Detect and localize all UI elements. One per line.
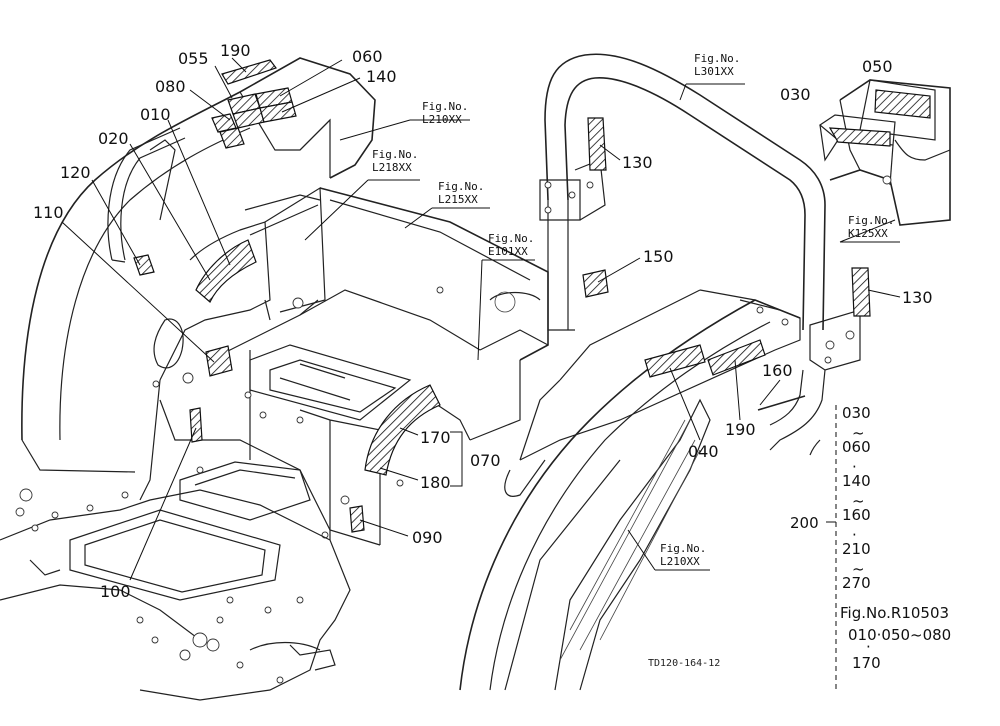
- decal-140: [259, 101, 297, 123]
- callout-055: 055: [178, 49, 209, 68]
- side-list-item: ·: [852, 526, 857, 544]
- side-list-ref-dot: ·: [866, 638, 871, 656]
- callout-090: 090: [412, 528, 443, 547]
- callout-080: 080: [155, 77, 186, 96]
- side-list-ref-label: Fig.No.R10503: [840, 604, 949, 622]
- side-list-ref-line1: 010·050~080: [848, 626, 951, 644]
- side-list-item: 210: [842, 540, 871, 558]
- decal-030: [828, 127, 891, 147]
- seat-pan: [159, 187, 549, 546]
- callout-labels: 055 190 060 140 080 010 020 120 110 130 …: [33, 41, 933, 601]
- decal-190-right: [707, 339, 766, 376]
- fig-ref-l218: Fig.No.L218XX: [372, 148, 418, 174]
- side-list-item: 160: [842, 506, 871, 524]
- rops-frame: [539, 53, 861, 456]
- floor-plate: [0, 461, 351, 701]
- side-list-item: ~: [852, 492, 865, 510]
- assembly-side-list: 200 030~060·140~160·210~270 Fig.No.R1050…: [790, 404, 951, 672]
- decal-090: [349, 505, 365, 533]
- decals: [133, 59, 931, 533]
- decal-050: [874, 89, 931, 119]
- decal-170: [364, 384, 441, 476]
- drawing-code: TD120-164-12: [648, 658, 720, 669]
- callout-060: 060: [352, 47, 383, 66]
- callout-020: 020: [98, 129, 129, 148]
- side-list-item: 270: [842, 574, 871, 592]
- callout-140: 140: [366, 67, 397, 86]
- callout-160: 160: [762, 361, 793, 380]
- fender-body: [21, 57, 376, 501]
- callout-130-right: 130: [902, 288, 933, 307]
- decal-040: [644, 344, 706, 378]
- fig-ref-l210-bottom: Fig.No.L210XX: [660, 542, 706, 568]
- side-list-item: ~: [852, 424, 865, 442]
- callout-070: 070: [470, 451, 501, 470]
- callout-120: 120: [60, 163, 91, 182]
- fig-ref-l215: Fig.No.L215XX: [438, 180, 484, 206]
- callout-180: 180: [420, 473, 451, 492]
- callout-130-left: 130: [622, 153, 653, 172]
- side-list-group: 200: [790, 514, 819, 532]
- callout-100: 100: [100, 582, 131, 601]
- decal-010: [219, 127, 245, 149]
- callout-190-top: 190: [220, 41, 251, 60]
- side-list-item: 030: [842, 404, 871, 422]
- callout-010: 010: [140, 105, 171, 124]
- decal-120: [133, 254, 155, 276]
- callout-170: 170: [420, 428, 451, 447]
- side-list-lines: 030~060·140~160·210~270: [842, 404, 871, 592]
- fig-ref-l301: Fig.No.L301XX: [694, 52, 740, 78]
- decal-160-strip: [757, 395, 806, 411]
- fig-ref-e101: Fig.No.E101XX: [488, 232, 534, 258]
- side-list-item: ·: [852, 458, 857, 476]
- right-fender: [459, 289, 801, 691]
- decal-110: [205, 345, 233, 377]
- decal-130-right: [851, 267, 871, 317]
- leader-lines: [61, 57, 901, 690]
- callout-110: 110: [33, 203, 64, 222]
- side-list-ref-line2: 170: [852, 654, 881, 672]
- fig-ref-k125: Fig.No.K125XX: [848, 214, 894, 240]
- callout-040: 040: [688, 442, 719, 461]
- callout-190-right: 190: [725, 420, 756, 439]
- side-list-item: 140: [842, 472, 871, 490]
- figure-references: Fig.No.L210XX Fig.No.L218XX Fig.No.L215X…: [372, 52, 894, 568]
- callout-050: 050: [862, 57, 893, 76]
- decal-190-top: [221, 59, 277, 85]
- seat-bracket: [818, 79, 951, 226]
- decal-130-left: [587, 117, 607, 171]
- decal-150: [582, 269, 609, 298]
- side-list-item: ~: [852, 560, 865, 578]
- callout-030: 030: [780, 85, 811, 104]
- decal-020: [195, 239, 257, 303]
- side-list-item: 060: [842, 438, 871, 456]
- callout-150: 150: [643, 247, 674, 266]
- fig-ref-l210-top: Fig.No.L210XX: [422, 100, 468, 126]
- decal-100: [189, 407, 203, 443]
